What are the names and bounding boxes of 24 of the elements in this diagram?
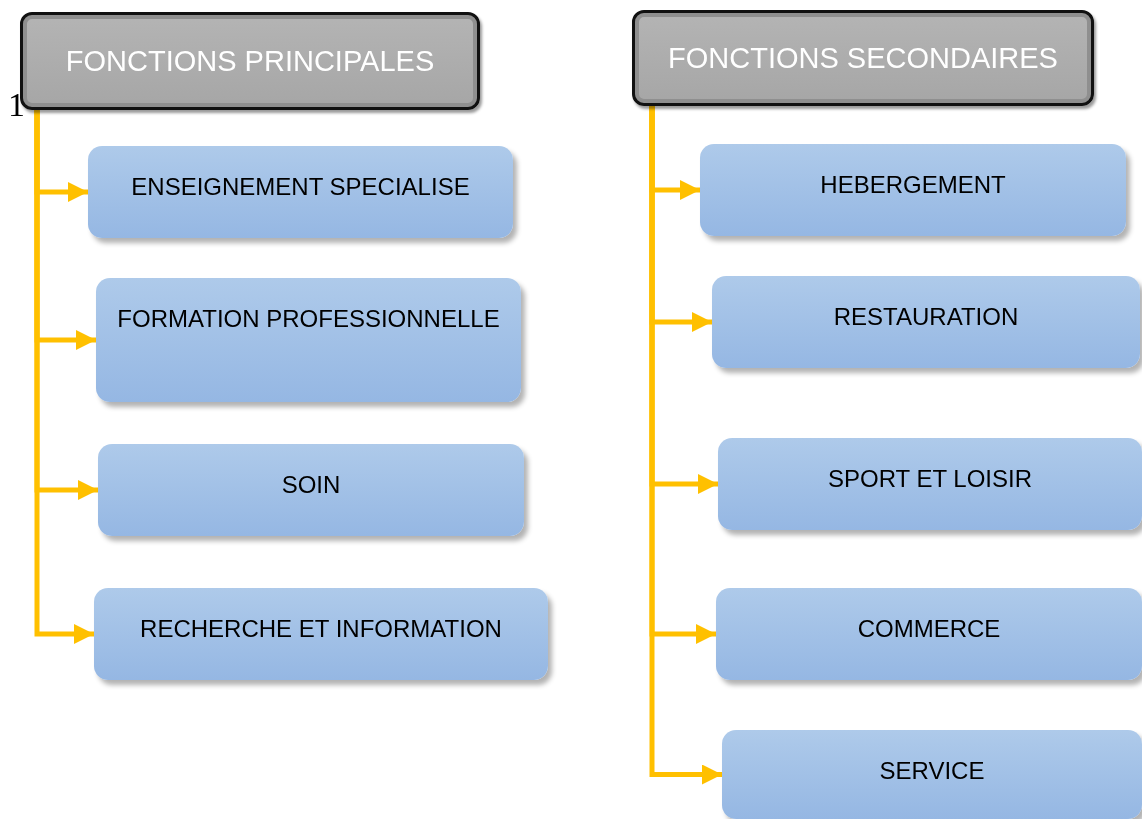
box-label: RESTAURATION [833,302,1019,332]
function-box [716,588,1142,680]
box-label: FORMATION PROFESSIONNELLE [117,304,500,334]
function-box [718,438,1142,530]
box-label: COMMERCE [857,614,1001,644]
function-box [96,278,521,402]
function-box [94,588,548,680]
box-label: HEBERGEMENT [820,170,1006,200]
function-box [98,444,524,536]
function-box [712,276,1140,368]
header-box [632,10,1094,106]
function-box [722,730,1142,819]
box-label: FONCTIONS PRINCIPALES [65,44,435,78]
box-label: ENSEIGNEMENT SPECIALISE [131,172,470,202]
arrow [34,110,94,644]
box-label: SERVICE [879,756,985,786]
box-label: SPORT ET LOISIR [827,464,1033,494]
box-label: RECHERCHE ET INFORMATION [140,614,502,644]
function-box [88,146,513,238]
box-label: SOIN [281,470,341,500]
stray-number: 1 [8,88,25,122]
function-box [700,144,1126,236]
box-label: FONCTIONS SECONDAIRES [668,41,1058,75]
arrow [649,106,722,785]
